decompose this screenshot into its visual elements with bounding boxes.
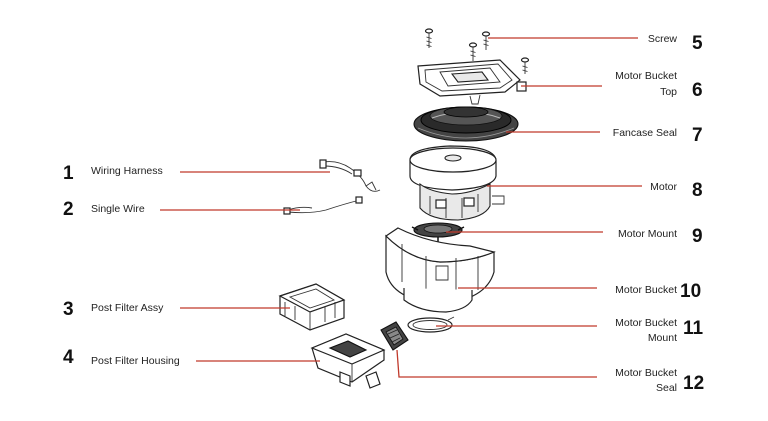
callout-post-filter-assy: 3 Post Filter Assy (63, 299, 164, 320)
screw-4 (520, 57, 530, 74)
callout-motor-bucket: Motor Bucket 10 (615, 281, 701, 302)
callout-label: Motor Bucket (615, 284, 677, 296)
callout-motor-bucket-mount: Motor Bucket Mount 11 (615, 317, 703, 344)
callout-label-line-2: Seal (656, 382, 677, 394)
callout-fancase-seal: Fancase Seal 7 (613, 125, 703, 146)
callout-label-line-2: Top (660, 86, 677, 98)
callout-motor-bucket-top: Motor Bucket Top 6 (615, 70, 702, 101)
callout-label-line-2: Mount (648, 332, 677, 344)
callout-number: 11 (683, 318, 704, 339)
callout-label: Motor Bucket (615, 367, 677, 379)
motor-bucket-seal-drawing (380, 321, 409, 351)
screw-2 (481, 31, 491, 50)
callout-label: Wiring Harness (91, 165, 163, 177)
callout-single-wire: 2 Single Wire (63, 199, 145, 220)
screws-drawing (424, 28, 530, 74)
callout-motor-mount: Motor Mount 9 (618, 226, 703, 247)
callout-label: Post Filter Assy (91, 302, 164, 314)
callout-number: 2 (63, 199, 74, 220)
callout-motor-bucket-seal: Motor Bucket Seal 12 (615, 367, 704, 394)
callout-motor: Motor 8 (650, 180, 702, 201)
callout-number: 1 (63, 163, 74, 184)
callout-wiring-harness: 1 Wiring Harness (63, 163, 163, 184)
callout-number: 9 (692, 226, 703, 247)
callout-label: Motor Bucket (615, 70, 677, 82)
callout-number: 4 (63, 347, 74, 368)
motor-bucket-drawing (385, 227, 496, 313)
motor-mount-drawing (411, 222, 465, 242)
wiring-harness-drawing (319, 159, 381, 192)
callout-label: Fancase Seal (613, 127, 677, 139)
fancase-seal-drawing (413, 106, 519, 142)
callout-label: Screw (648, 33, 678, 45)
leader-lines (160, 37, 642, 378)
callout-label: Motor Mount (618, 228, 677, 240)
callout-number: 3 (63, 299, 74, 320)
motor-bucket-top-drawing (417, 59, 527, 105)
callout-label: Single Wire (91, 203, 145, 215)
callout-number: 6 (692, 80, 703, 101)
screw-1 (424, 28, 434, 48)
callout-number: 12 (683, 373, 704, 394)
leader-motor-bucket-seal (396, 349, 597, 378)
callout-number: 8 (692, 180, 703, 201)
callout-label: Motor (650, 181, 677, 193)
callout-screw: Screw 5 (648, 33, 703, 54)
callout-post-filter-housing: 4 Post Filter Housing (63, 347, 180, 368)
callout-number: 5 (692, 33, 703, 54)
post-filter-housing-drawing (310, 333, 386, 389)
screw-3 (468, 42, 478, 61)
motor-bucket-mount-drawing (407, 316, 455, 333)
callout-number: 7 (692, 125, 703, 146)
post-filter-assy-drawing (278, 283, 346, 331)
callout-label: Post Filter Housing (91, 355, 180, 367)
single-wire-drawing (283, 196, 363, 215)
callout-label: Motor Bucket (615, 317, 677, 329)
callout-number: 10 (680, 281, 701, 302)
motor-drawing (409, 145, 505, 221)
